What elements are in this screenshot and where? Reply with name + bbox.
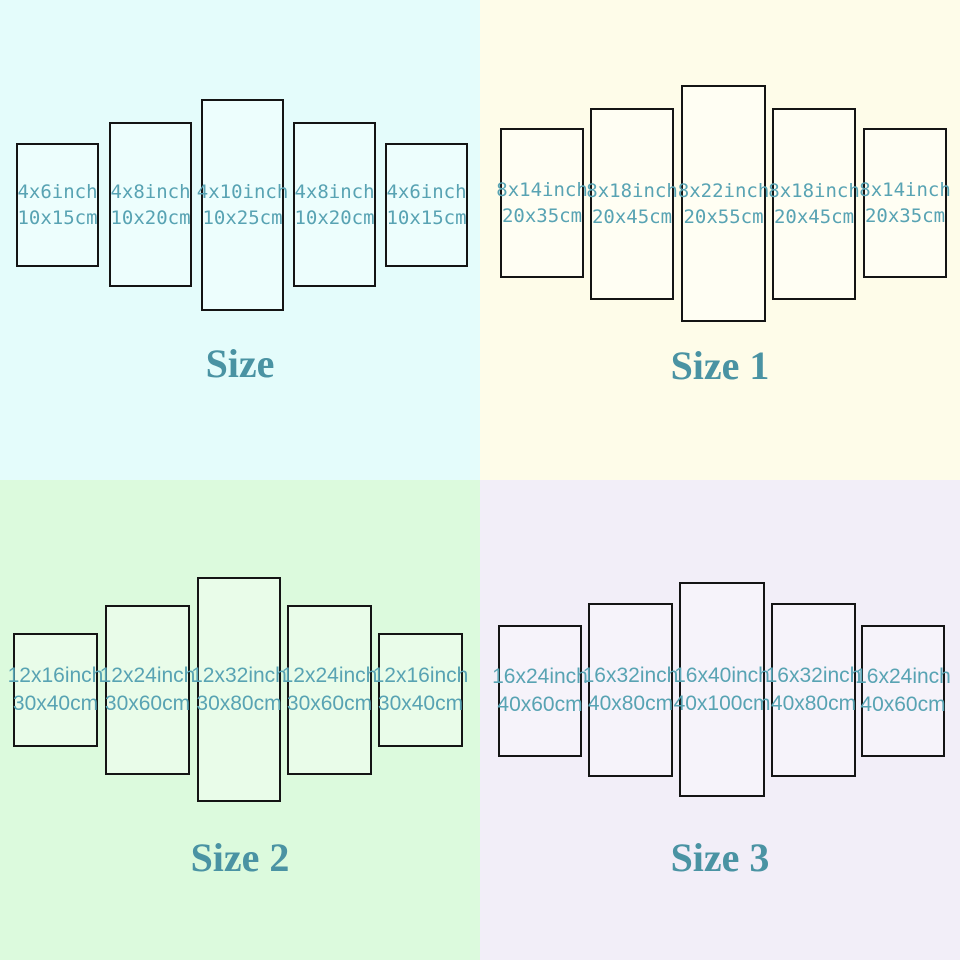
panel-cm-label: 30x40cm	[12, 692, 99, 715]
panel-cm-label: 20x35cm	[864, 205, 946, 227]
canvas-panel: 12x24inch 30x60cm	[282, 605, 377, 775]
panel-inch-label: 16x32inch	[582, 664, 679, 687]
panel-inch-label: 16x24inch	[855, 665, 951, 688]
panel-inch-label: 16x32inch	[765, 664, 862, 687]
quadrant-title: Size 3	[670, 835, 770, 880]
panel-cm-label: 10x20cm	[110, 206, 191, 229]
canvas-panel: 16x32inch 40x80cm	[583, 603, 678, 777]
quadrant-title: Size 2	[190, 835, 290, 880]
panel-inch-label: 8x14inch	[496, 179, 588, 201]
panel-inch-label: 16x24inch	[492, 665, 588, 688]
panel-cm-label: 30x60cm	[104, 692, 191, 715]
panel-inch-label: 4x8inch	[294, 180, 375, 203]
panel-inch-label: 12x32inch	[191, 663, 287, 687]
panel-cm-label: 20x35cm	[501, 205, 583, 227]
panel-inch-label: 12x24inch	[281, 664, 378, 687]
canvas-panel: 8x14inch 20x35cm	[496, 128, 588, 278]
canvas-panel: 4x8inch 10x20cm	[109, 122, 192, 287]
canvas-panel: 8x22inch 20x55cm	[678, 85, 769, 322]
canvas-panel: 4x6inch 10x15cm	[16, 143, 99, 267]
canvas-panel: 16x24inch 40x60cm	[855, 625, 951, 757]
panel-cm-label: 10x15cm	[386, 207, 467, 229]
panel-inch-label: 4x6inch	[386, 181, 467, 203]
panel-inch-label: 16x40inch	[674, 663, 770, 687]
panel-inch-label: 12x24inch	[99, 664, 196, 687]
panel-cm-label: 20x45cm	[773, 206, 855, 228]
canvas-panel: 12x16inch 30x40cm	[373, 633, 468, 747]
panel-inch-label: 12x16inch	[7, 664, 104, 687]
panel-cm-label: 40x60cm	[497, 693, 583, 716]
canvas-panel: 4x10inch 10x25cm	[197, 99, 288, 311]
panel-inch-label: 8x18inch	[586, 180, 678, 202]
quadrant-size-1: 8x14inch 20x35cm 8x18inch 20x45cm 8x22in…	[480, 0, 960, 480]
panel-cm-label: 30x60cm	[286, 692, 373, 715]
panel-cm-label: 40x100cm	[673, 691, 771, 715]
canvas-panel: 16x32inch 40x80cm	[766, 603, 861, 777]
panel-inch-label: 8x14inch	[859, 179, 951, 201]
panel-inch-label: 12x16inch	[372, 664, 469, 687]
canvas-panel: 12x32inch 30x80cm	[191, 577, 287, 802]
canvas-panel: 12x24inch 30x60cm	[100, 605, 195, 775]
panel-inch-label: 8x22inch	[677, 179, 770, 202]
panel-cm-label: 20x55cm	[683, 205, 764, 228]
panel-cm-label: 40x60cm	[860, 693, 946, 716]
canvas-panel: 16x40inch 40x100cm	[674, 582, 770, 797]
panel-inch-label: 8x18inch	[768, 180, 860, 202]
panel-inch-label: 4x10inch	[196, 181, 289, 203]
panel-cm-label: 10x25cm	[202, 207, 283, 229]
quadrant-size: 4x6inch 10x15cm 4x8inch 10x20cm 4x10inch…	[0, 0, 480, 480]
quadrant-title: Size 1	[670, 343, 770, 388]
panel-cm-label: 30x40cm	[377, 692, 464, 715]
panel-inch-label: 4x6inch	[17, 181, 98, 203]
canvas-panel: 4x6inch 10x15cm	[385, 143, 468, 267]
canvas-panel: 8x18inch 20x45cm	[586, 108, 678, 300]
panel-cm-label: 10x20cm	[294, 206, 375, 229]
quadrant-title: Size	[205, 341, 275, 386]
canvas-panel: 16x24inch 40x60cm	[492, 625, 588, 757]
canvas-panel: 8x14inch 20x35cm	[859, 128, 951, 278]
panel-cm-label: 40x80cm	[587, 692, 674, 715]
panel-cm-label: 20x45cm	[591, 206, 673, 228]
canvas-panel: 4x8inch 10x20cm	[293, 122, 376, 287]
panel-inch-label: 4x8inch	[110, 180, 191, 203]
canvas-panel: 12x16inch 30x40cm	[8, 633, 103, 747]
canvas-panel: 8x18inch 20x45cm	[768, 108, 860, 300]
panel-cm-label: 30x80cm	[196, 691, 282, 715]
panel-cm-label: 40x80cm	[770, 692, 857, 715]
panel-cm-label: 10x15cm	[17, 207, 98, 229]
quadrant-size-2: 12x16inch 30x40cm 12x24inch 30x60cm 12x3…	[0, 480, 480, 960]
quadrant-size-3: 16x24inch 40x60cm 16x32inch 40x80cm 16x4…	[480, 480, 960, 960]
